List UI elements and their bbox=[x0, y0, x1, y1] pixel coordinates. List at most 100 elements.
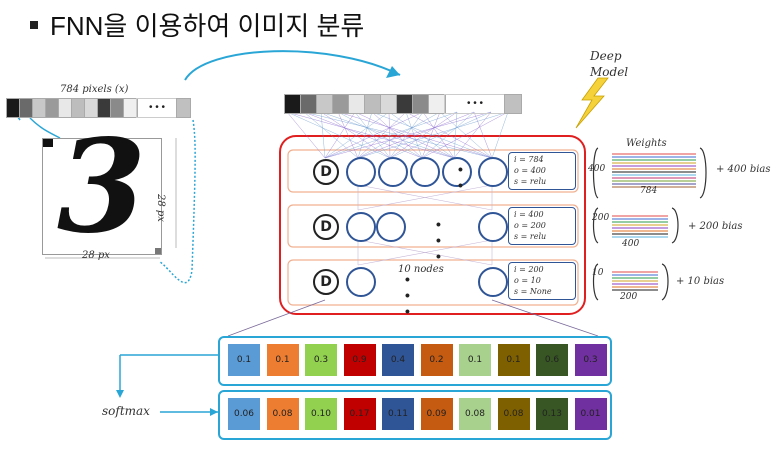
image-width-label: 28 px bbox=[82, 250, 110, 261]
bullet-icon bbox=[30, 21, 38, 30]
w2-bracket-right bbox=[671, 207, 679, 244]
neuron-node bbox=[410, 157, 440, 187]
node-ellipsis: • • • bbox=[405, 271, 410, 319]
w1-bracket-right bbox=[699, 147, 707, 199]
layer-params-box: i = 400 o = 200 s = relu bbox=[508, 207, 576, 245]
slide-title: FNN을 이용하여 이미지 분류 bbox=[30, 6, 364, 43]
softmax-arrowhead bbox=[210, 408, 218, 416]
w2-bracket-left bbox=[592, 207, 599, 244]
output-cell: 0.17 bbox=[343, 398, 376, 430]
input-connection-line bbox=[324, 111, 424, 159]
connection-lines bbox=[286, 111, 509, 266]
input-connection-line bbox=[303, 111, 423, 159]
input-connection-line bbox=[357, 111, 509, 159]
layer-param: o = 10 bbox=[514, 276, 541, 285]
input-connection-line bbox=[286, 111, 326, 159]
output-cell: 0.08 bbox=[497, 398, 530, 430]
neuron-node bbox=[346, 157, 376, 187]
output-cell: 0.08 bbox=[459, 398, 491, 430]
input-connection-line bbox=[357, 111, 475, 159]
softmax-label: softmax bbox=[102, 404, 150, 418]
neuron-node bbox=[478, 212, 508, 242]
input-connection-line bbox=[320, 111, 455, 159]
pixel-cell bbox=[504, 94, 522, 114]
input-connection-line bbox=[324, 111, 458, 159]
input-connection-line bbox=[320, 111, 326, 159]
layer-param: s = relu bbox=[514, 232, 547, 241]
input-connection-line bbox=[439, 111, 493, 159]
layer-connection-line bbox=[357, 239, 493, 266]
weight-cols-label: 400 bbox=[622, 239, 640, 249]
input-connection-line bbox=[337, 111, 493, 159]
pixel-cell bbox=[123, 98, 138, 118]
layer-param: o = 400 bbox=[514, 166, 546, 175]
w3-bracket-left bbox=[592, 263, 599, 301]
input-connection-line bbox=[453, 111, 492, 159]
pixel-arrow-right bbox=[159, 119, 196, 284]
lightning-icon bbox=[575, 77, 609, 129]
input-connection-line bbox=[421, 111, 441, 159]
input-connection-line bbox=[389, 111, 424, 159]
output-cell: 0.01 bbox=[574, 398, 607, 430]
input-connection-line bbox=[421, 111, 509, 159]
output-cell: 0.1 bbox=[228, 344, 260, 376]
input-connection-line bbox=[357, 111, 407, 159]
layer-param: s = None bbox=[514, 287, 552, 296]
pixel-cell bbox=[176, 98, 191, 118]
output-cell: 0.3 bbox=[574, 344, 607, 376]
input-connection-line bbox=[453, 111, 458, 159]
weight-cols-label: 784 bbox=[640, 186, 658, 196]
output-cell: 0.10 bbox=[305, 398, 337, 430]
model-input-bar: • • • bbox=[284, 94, 534, 114]
output-cell: 0.09 bbox=[420, 398, 453, 430]
input-connection-line bbox=[422, 111, 455, 159]
output-cell: 0.11 bbox=[382, 398, 414, 430]
weight-rows-label: 10 bbox=[592, 268, 604, 278]
neuron-node bbox=[378, 157, 408, 187]
output-cell: 0.06 bbox=[228, 398, 260, 430]
input-connection-line bbox=[303, 111, 493, 159]
output-cell: 0.1 bbox=[459, 344, 491, 376]
bias-label: + 200 bias bbox=[688, 221, 743, 232]
dropout-node: D bbox=[313, 214, 339, 240]
flatten-arrow bbox=[184, 50, 401, 81]
w3-bracket-right bbox=[661, 263, 669, 301]
input-connection-line bbox=[405, 111, 423, 159]
output-cell: 0.1 bbox=[266, 344, 299, 376]
input-connection-line bbox=[388, 111, 391, 159]
weights-label: Weights bbox=[626, 138, 667, 149]
dropout-node: D bbox=[313, 269, 339, 295]
neuron-node bbox=[346, 267, 376, 297]
layer-param: o = 200 bbox=[514, 221, 546, 230]
layer-param: i = 400 bbox=[514, 210, 544, 219]
output-link-right bbox=[491, 299, 599, 337]
digit-image: 3 bbox=[42, 123, 162, 255]
neuron-node bbox=[346, 212, 376, 242]
input-connection-line bbox=[405, 111, 493, 159]
weight-rows-label: 200 bbox=[592, 213, 610, 223]
input-connection-line bbox=[354, 111, 455, 159]
output-cell: 0.2 bbox=[420, 344, 453, 376]
pixel-cell bbox=[428, 94, 446, 114]
layer3-box bbox=[287, 259, 579, 306]
input-pixel-label: 784 pixels (x) bbox=[60, 84, 129, 95]
pixel-arrow-mid bbox=[29, 117, 61, 139]
input-connection-line bbox=[303, 111, 359, 159]
neuron-node bbox=[442, 157, 472, 187]
weight-rows-label: 400 bbox=[588, 164, 606, 174]
input-connection-line bbox=[388, 111, 455, 159]
input-connection-line bbox=[357, 111, 373, 159]
digit-glyph: 3 bbox=[57, 112, 147, 262]
weight-matrix-lines bbox=[612, 153, 696, 291]
input-connection-line bbox=[324, 111, 492, 159]
layer-connection-line bbox=[357, 184, 493, 211]
title-text: FNN을 이용하여 이미지 분류 bbox=[50, 11, 365, 41]
input-connection-line bbox=[421, 111, 475, 159]
input-connection-line bbox=[337, 111, 359, 159]
input-connection-line bbox=[324, 111, 356, 159]
dropout-node: D bbox=[313, 159, 339, 185]
